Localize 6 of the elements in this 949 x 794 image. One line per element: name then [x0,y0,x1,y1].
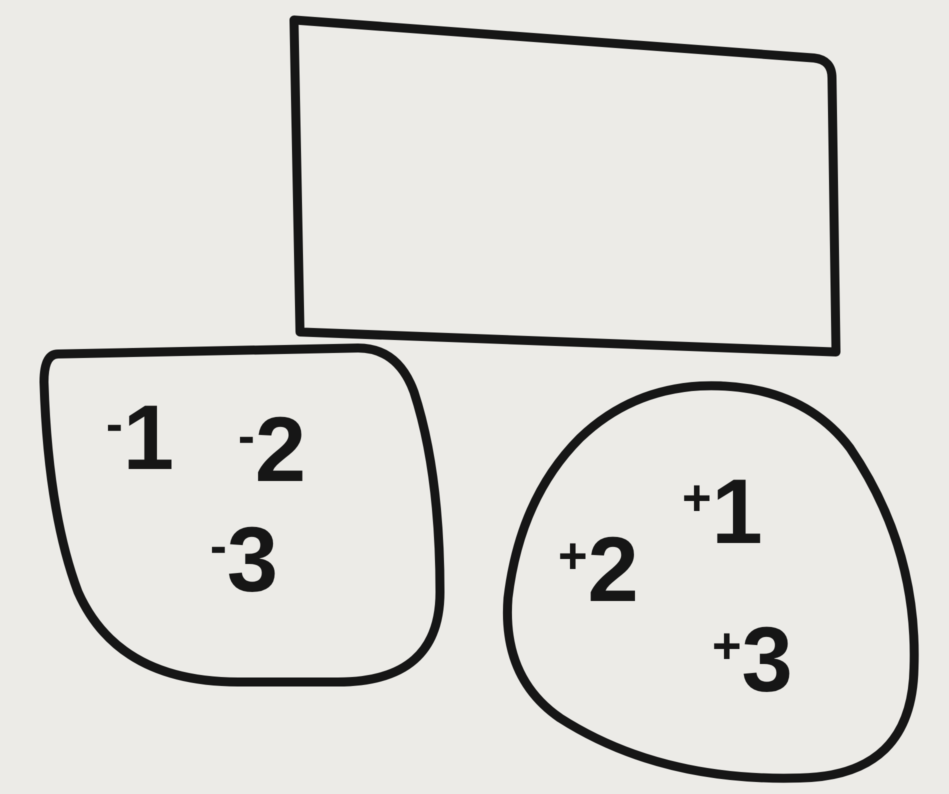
number-label: $^{-}$1 [106,392,174,484]
number-label: $^{+}$1 [682,466,763,558]
number-label: $^{+}$3 [712,614,793,706]
number-label: $^{-}$2 [238,404,306,496]
number-label: $^{-}$3 [210,514,278,606]
number-label: $^{+}$2 [558,524,639,616]
